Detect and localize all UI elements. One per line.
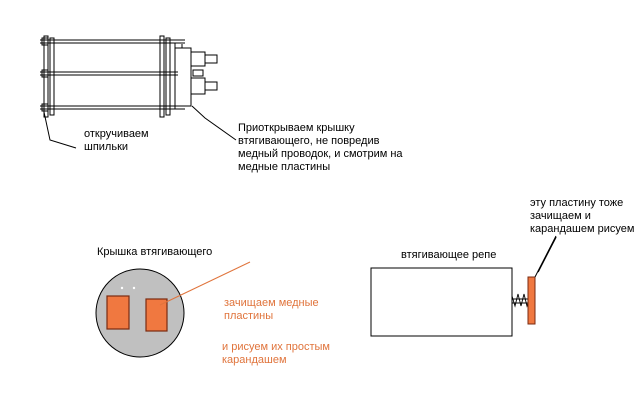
starter-assembly-drawing [40,35,218,118]
label-draw-pencil: и рисуем их простым карандашем [222,341,330,366]
solenoid-spring [511,293,531,308]
housing-body [53,42,176,110]
left-end-plate-inner [49,37,55,116]
contact-plate [527,276,536,325]
terminal-top [190,51,206,67]
leader-open-cover [191,105,237,141]
cover-disk [95,268,185,358]
label-cover-title: Крышка втягивающего [97,246,213,258]
copper-plate-left [106,295,130,330]
solenoid-drawing [370,235,557,337]
leader-unscrew-studs [43,111,77,149]
end-cap [174,47,192,107]
leader-clean-plates [159,261,251,306]
label-clean-plates: зачищаем медные пластины [224,297,319,322]
right-end-plate-outer [165,37,171,116]
label-open-cover: Приоткрываем крышку втягивающего, не пов… [238,122,403,173]
label-solenoid-title: втягивающее репе [401,249,497,261]
solenoid-body [370,267,513,337]
label-unscrew-studs: откручиваем шпильки [84,128,149,153]
copper-plate-right [145,298,168,332]
terminal-bottom [190,77,206,95]
label-plate-too: эту пластину тоже зачищаем и карандашем … [530,197,635,235]
cover-drawing [95,261,251,358]
right-end-plate [159,35,165,118]
